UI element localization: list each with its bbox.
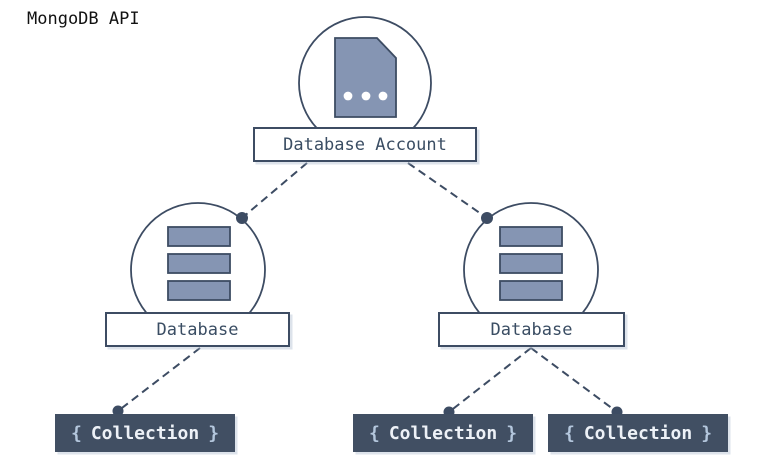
connector-dot [236, 212, 248, 224]
node-label: Database [156, 319, 239, 340]
node-collection-1: { Collection } [55, 414, 235, 452]
node-collection-3: { Collection } [548, 414, 728, 452]
node-label: Database [490, 319, 573, 340]
node-collection-2: { Collection } [353, 414, 533, 452]
connector-dot [112, 405, 124, 417]
database-stack-bar [167, 226, 231, 247]
document-icon-dot [343, 91, 353, 101]
node-label: Collection [583, 422, 693, 444]
edge-database-right-to-collection-3 [530, 347, 618, 413]
brace-open: { [563, 422, 575, 444]
edge-account-to-database-left [241, 162, 308, 219]
node-database-left: Database [105, 312, 290, 347]
brace-open: { [368, 422, 380, 444]
brace-close: } [208, 422, 220, 444]
database-stack-icon [167, 226, 231, 301]
database-stack-bar [499, 226, 563, 247]
connector-dot [481, 212, 493, 224]
diagram-title: MongoDB API [27, 9, 140, 29]
database-stack-icon [499, 226, 563, 301]
document-icon-body [334, 37, 397, 118]
database-stack-bar [167, 253, 231, 274]
edge-account-to-database-right [407, 162, 488, 219]
node-label: Collection [90, 422, 200, 444]
database-stack-bar [167, 280, 231, 301]
edge-database-right-to-collection-2 [448, 347, 532, 413]
brace-open: { [70, 422, 82, 444]
document-icon-dot [361, 91, 371, 101]
node-database-account: Database Account [253, 127, 477, 162]
node-label: Database Account [283, 134, 447, 155]
document-icon [334, 37, 397, 118]
node-database-right: Database [438, 312, 625, 347]
document-icon-dot [378, 91, 388, 101]
brace-close: } [506, 422, 518, 444]
node-label: Collection [388, 422, 498, 444]
brace-close: } [701, 422, 713, 444]
database-stack-bar [499, 280, 563, 301]
edge-database-left-to-collection-1 [117, 347, 201, 412]
database-stack-bar [499, 253, 563, 274]
